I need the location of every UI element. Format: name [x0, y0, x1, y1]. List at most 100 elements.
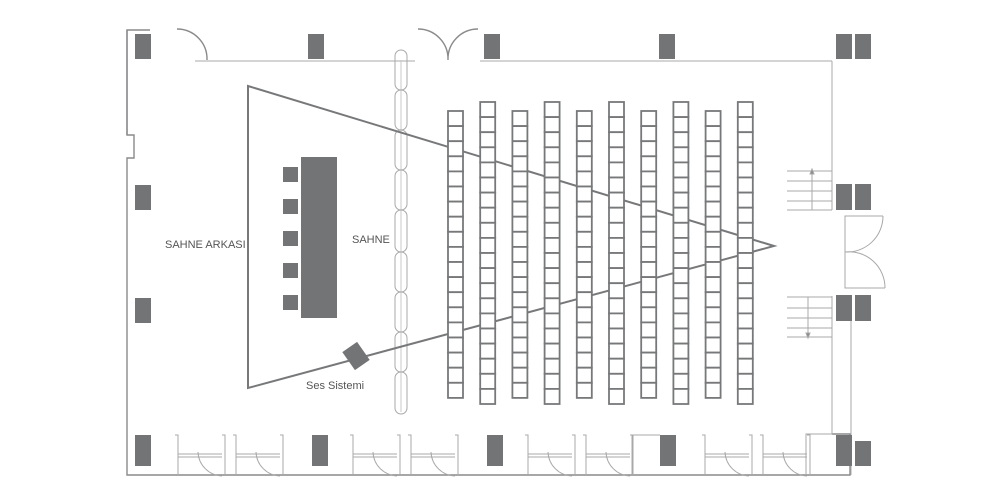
seat: [608, 131, 625, 149]
seat: [736, 206, 754, 224]
seat: [479, 206, 497, 224]
seat: [543, 221, 561, 239]
seat: [479, 191, 497, 209]
seat: [575, 200, 593, 218]
seat: [511, 351, 529, 369]
seat: [672, 267, 690, 285]
seat: [704, 276, 722, 294]
seat: [640, 125, 658, 143]
door: [702, 434, 753, 477]
seat: [672, 131, 690, 149]
seat: [736, 312, 754, 330]
seat: [511, 155, 529, 173]
seat-column: [736, 101, 754, 405]
seat: [511, 230, 529, 248]
seat: [543, 327, 561, 345]
seat: [479, 221, 497, 239]
seat: [608, 267, 625, 285]
seat: [736, 327, 754, 345]
structural-columns: [135, 34, 871, 466]
seat: [736, 101, 754, 119]
seat: [704, 200, 722, 218]
seat-column: [575, 110, 593, 399]
seat: [704, 125, 722, 143]
seat: [447, 185, 464, 203]
seat: [511, 140, 529, 158]
seat: [704, 336, 722, 354]
backstage-label: SAHNE ARKASI: [165, 239, 246, 251]
seat: [447, 261, 464, 279]
seat: [704, 351, 722, 369]
seat: [479, 161, 497, 179]
seat: [575, 321, 593, 339]
entrance-door: [844, 215, 886, 289]
seat: [447, 336, 464, 354]
seat: [543, 191, 561, 209]
seat: [736, 357, 754, 375]
seat: [704, 110, 722, 128]
seat: [736, 372, 754, 390]
seat: [672, 342, 690, 360]
seat: [608, 176, 625, 194]
walls: [126, 28, 886, 477]
seat: [511, 170, 529, 188]
seat: [736, 176, 754, 194]
seat: [704, 215, 722, 233]
seat: [608, 327, 625, 345]
seat: [447, 170, 464, 188]
seat: [511, 366, 529, 384]
seat: [575, 336, 593, 354]
seat: [672, 116, 690, 134]
seat: [575, 351, 593, 369]
seat: [672, 236, 690, 254]
seat: [543, 116, 561, 134]
seat: [736, 221, 754, 239]
seat: [672, 161, 690, 179]
seat: [447, 245, 464, 263]
seat: [640, 170, 658, 188]
seat: [640, 291, 658, 309]
seat: [672, 101, 690, 119]
seat: [640, 185, 658, 203]
seat: [704, 170, 722, 188]
seat-column: [479, 101, 497, 405]
seat: [511, 200, 529, 218]
stage-chairs: [283, 167, 298, 310]
seat: [447, 110, 464, 128]
door: [408, 434, 459, 477]
door-top-double: [417, 28, 479, 61]
seat: [479, 131, 497, 149]
seat: [640, 336, 658, 354]
seat: [543, 297, 561, 315]
seat: [543, 206, 561, 224]
seat: [479, 236, 497, 254]
seat: [511, 291, 529, 309]
seat: [575, 276, 593, 294]
seat: [543, 387, 561, 405]
seat: [543, 267, 561, 285]
stage-sightline-triangle: [247, 84, 778, 390]
seat-column: [672, 101, 690, 405]
seat: [704, 306, 722, 324]
seat: [672, 282, 690, 300]
seat: [640, 215, 658, 233]
seat: [479, 297, 497, 315]
seat: [479, 252, 497, 270]
seat: [736, 236, 754, 254]
seat: [479, 116, 497, 134]
seat: [447, 321, 464, 339]
seat: [608, 236, 625, 254]
seat: [672, 176, 690, 194]
seat: [447, 381, 464, 399]
stairs-up: [787, 167, 832, 211]
seat: [640, 200, 658, 218]
seat: [640, 110, 658, 128]
seat: [511, 185, 529, 203]
seat: [511, 125, 529, 143]
door-top-left: [176, 28, 208, 61]
audience-seating: [447, 101, 754, 405]
seat: [511, 215, 529, 233]
seat-column: [511, 110, 529, 399]
seat: [704, 230, 722, 248]
seat: [672, 191, 690, 209]
